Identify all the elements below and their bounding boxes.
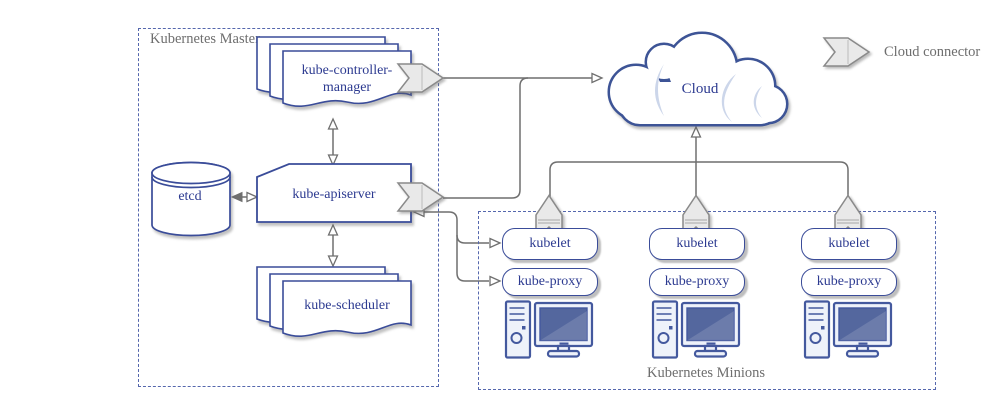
controller-manager-doc-stack-icon — [256, 36, 412, 108]
cloud-label: Cloud — [681, 81, 719, 97]
etcd-database-icon — [151, 161, 231, 237]
apiserver-label: kube-apiserver — [292, 187, 376, 202]
kube-proxy-1-label: kube-proxy — [517, 274, 583, 289]
kubernetes-master-title: Kubernetes Master — [150, 31, 260, 47]
workstation-2-icon — [651, 300, 741, 359]
kube-proxy-3-label: kube-proxy — [816, 274, 882, 289]
cloud-icon — [607, 31, 789, 127]
kubelet-2-label: kubelet — [676, 236, 718, 251]
kubernetes-master-box — [138, 28, 439, 387]
scheduler-doc-stack-icon — [256, 266, 412, 338]
kubelet-1-label: kubelet — [529, 236, 571, 251]
kubelet-3-label: kubelet — [828, 236, 870, 251]
kubernetes-minions-title: Kubernetes Minions — [647, 365, 765, 381]
etcd-label: etcd — [178, 189, 202, 204]
kube-proxy-3-node: kube-proxy — [801, 268, 897, 296]
legend-label: Cloud connector — [884, 44, 981, 60]
apiserver-shape — [256, 163, 412, 223]
controller-cloud-connector-icon — [396, 63, 445, 93]
kubelet-2-node: kubelet — [649, 228, 745, 260]
legend-cloud-connector-icon — [822, 37, 871, 67]
apiserver-cloud-connector-icon — [396, 182, 445, 212]
kubelet-1-node: kubelet — [502, 228, 598, 260]
kube-proxy-2-node: kube-proxy — [649, 268, 745, 296]
kube-proxy-2-label: kube-proxy — [664, 274, 730, 289]
workstation-1-icon — [504, 300, 594, 359]
controller-manager-label: kube-controller-manager — [301, 63, 393, 96]
workstation-3-icon — [803, 300, 893, 359]
scheduler-label: kube-scheduler — [304, 298, 390, 313]
kubelet-3-node: kubelet — [801, 228, 897, 260]
kube-proxy-1-node: kube-proxy — [502, 268, 598, 296]
